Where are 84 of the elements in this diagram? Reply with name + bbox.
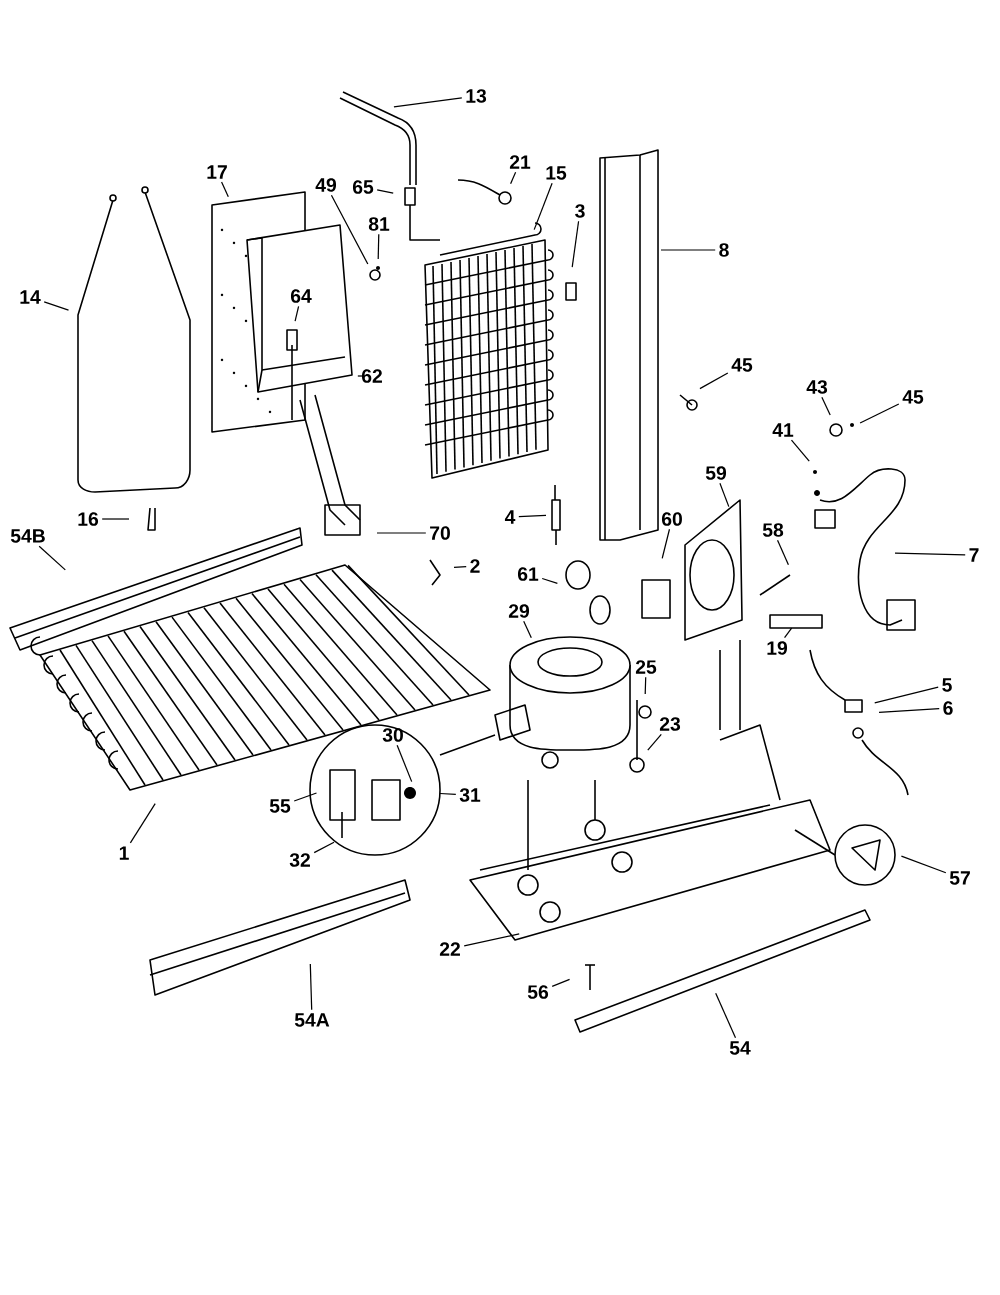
leader-line	[294, 305, 300, 322]
callout-number: 56	[527, 985, 549, 999]
callout-number: 41	[772, 423, 794, 437]
callout-number: 29	[508, 604, 530, 618]
leader-line	[699, 372, 729, 390]
leader-line	[220, 181, 229, 198]
leader-line	[541, 577, 558, 584]
callout-number: 43	[806, 380, 828, 394]
callout-number: 6	[943, 701, 953, 715]
callout-number: 1	[119, 846, 129, 860]
callout-number: 65	[352, 180, 374, 194]
leader-line	[313, 841, 335, 854]
callout-number: 30	[382, 728, 403, 742]
leader-line	[293, 792, 318, 802]
callout-number: 54A	[294, 1013, 330, 1027]
leader-line	[533, 182, 553, 231]
callout-number: 64	[290, 289, 312, 303]
leader-line	[821, 396, 831, 416]
leader-line	[661, 528, 671, 559]
leader-line	[660, 249, 716, 251]
callout-number: 60	[661, 512, 682, 526]
leader-line	[790, 439, 810, 462]
leader-line	[894, 552, 966, 556]
leader-line	[309, 963, 313, 1011]
leader-line	[647, 733, 662, 751]
leader-line	[644, 676, 647, 695]
leader-line	[376, 189, 394, 194]
leader-line	[900, 855, 947, 874]
callout-number: 55	[269, 799, 291, 813]
leader-line	[101, 518, 130, 520]
callout-number: 21	[509, 155, 531, 169]
callout-number: 31	[459, 788, 481, 802]
callout-number: 54B	[10, 529, 45, 543]
callout-number: 32	[289, 853, 310, 867]
callout-number: 7	[969, 548, 979, 562]
leader-line	[551, 978, 571, 987]
callout-number: 49	[315, 178, 337, 192]
leader-line	[878, 707, 940, 714]
leader-line	[463, 933, 520, 947]
callout-number: 15	[546, 166, 567, 180]
leader-line	[357, 375, 365, 377]
leader-line	[38, 545, 66, 571]
callout-number: 25	[635, 660, 657, 674]
callout-number: 45	[731, 358, 753, 372]
leader-line	[376, 532, 427, 534]
callout-number: 8	[719, 243, 729, 257]
callout-number: 17	[207, 165, 227, 179]
callout-number: 5	[942, 678, 952, 692]
callout-number: 58	[762, 523, 784, 537]
callout-number: 54	[729, 1041, 751, 1055]
leader-line	[518, 514, 547, 518]
callout-number: 14	[20, 290, 41, 304]
callout-number: 16	[78, 512, 99, 526]
leader-line	[396, 744, 413, 783]
leader-line	[377, 233, 380, 260]
leader-line	[783, 627, 793, 639]
callout-number: 61	[517, 567, 539, 581]
callout-number: 22	[439, 942, 460, 956]
leader-line	[571, 220, 580, 268]
callout-number: 3	[575, 204, 585, 218]
callout-number: 70	[430, 526, 450, 540]
callout-number: 62	[361, 369, 382, 383]
leader-line	[330, 194, 369, 265]
leader-line	[439, 792, 457, 795]
callout-number: 13	[466, 89, 487, 103]
leader-line	[776, 539, 790, 566]
callout-number: 19	[767, 641, 788, 655]
leader-line	[874, 686, 939, 704]
leader-line	[453, 565, 467, 568]
callout-number: 23	[659, 717, 681, 731]
callout-number: 2	[470, 559, 480, 573]
leader-line	[129, 803, 156, 844]
leader-line	[510, 171, 517, 185]
leader-line	[43, 301, 70, 311]
leader-line	[523, 620, 532, 639]
leader-line	[715, 992, 737, 1039]
callout-number: 81	[368, 217, 390, 231]
leader-line	[719, 482, 730, 508]
leader-line	[393, 97, 463, 108]
callout-number: 59	[705, 466, 727, 480]
callout-number: 4	[504, 510, 516, 524]
callout-number: 57	[949, 871, 970, 885]
callout-number: 45	[902, 390, 924, 404]
leader-line	[859, 403, 900, 424]
